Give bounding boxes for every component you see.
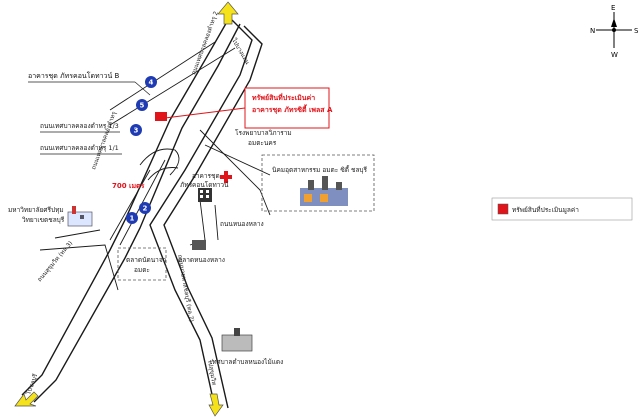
compass-w: W [611,51,618,59]
marker-2 [139,202,151,214]
factory-icon [300,176,348,206]
compass-s: S [634,27,639,35]
label-condo-b: อาคารชุด ภัทรคอนโดทาวน์ B [28,71,119,80]
marker-1-text: 1 [130,215,135,223]
hospital-icon [220,171,232,183]
nong-lang-market-icon [192,240,206,250]
label-estate: นิคมอุตสาหกรรม อมตะ ซิตี้ ชลบุรี [272,165,368,174]
legend-label: ทรัพย์สินที่ประเมินมูลค่า [512,205,579,214]
road-label-soi-main: ถนนเทศบาลคลองตำหรุ [90,110,118,171]
compass-icon [596,12,632,48]
university-icon [67,206,93,227]
label-soi-1-3: ถนนเทศบาลคลองตำหรุ 1/3 [40,122,119,130]
marker-5-text: 5 [140,102,145,110]
label-nong-lang-rd: ถนนหนองหลาง [220,220,264,228]
market-zone [117,247,167,281]
label-hospital-1: โรงพยาบาลวิภาราม [235,129,292,137]
subject-label-line2: อาคารชุด ภัทรซิตี้ เพลส A [252,103,333,114]
label-hospital-2: อมตะนคร [248,139,277,147]
subject-label-line1: ทรัพย์สินที่ประเมินค่า [252,92,315,102]
label-municipality: เทศบาลตำบลหนองไม้แดง [210,358,283,366]
numbered-markers: 1 2 3 4 5 [126,76,157,224]
industrial-estate-zone [261,154,375,212]
label-soi-1-1: ถนนเทศบาลคลองตำหรุ 1/1 [40,144,119,152]
arrow-bottom-left-icon [14,391,39,407]
legend-box [491,197,633,221]
label-amata-mkt-1: ตลาดนัดนาจา [126,256,167,264]
municipality-icon [221,328,253,352]
label-amata-mkt-2: อมตะ [134,266,150,274]
label-university-2: วิทยาเขตชลบุรี [22,216,65,224]
arrow-bottom-right-icon [208,393,224,417]
marker-3 [130,124,142,136]
marker-4-text: 4 [149,79,154,87]
legend-swatch [497,203,509,215]
compass-e: E [611,4,615,12]
subject-property-marker [155,112,167,121]
label-condo-town-2: ภัทรคอนโดทาวน์ [180,181,229,189]
label-nong-lang-mkt: ตลาดหนองหลาง [178,256,225,264]
condo-town-icon [198,188,212,202]
label-condo-town-1: อาคารชุด [192,172,220,180]
marker-2-text: 2 [143,205,148,213]
marker-1 [126,212,138,224]
label-university-1: มหาวิทยาลัยศรีปทุม [8,206,64,214]
compass-n: N [590,27,595,35]
marker-3-text: 3 [134,127,139,135]
marker-5 [136,99,148,111]
road-label-hwy-left: ถนนสุขุมวิท (ทล.3) [36,240,74,283]
marker-4 [145,76,157,88]
direction-arrows [14,1,239,417]
road-label-bottom-left: ไปชลบุรี [24,372,40,397]
subject-callout [244,87,330,129]
arrow-top-icon [217,1,239,25]
label-distance: 700 เมตร [112,182,145,190]
